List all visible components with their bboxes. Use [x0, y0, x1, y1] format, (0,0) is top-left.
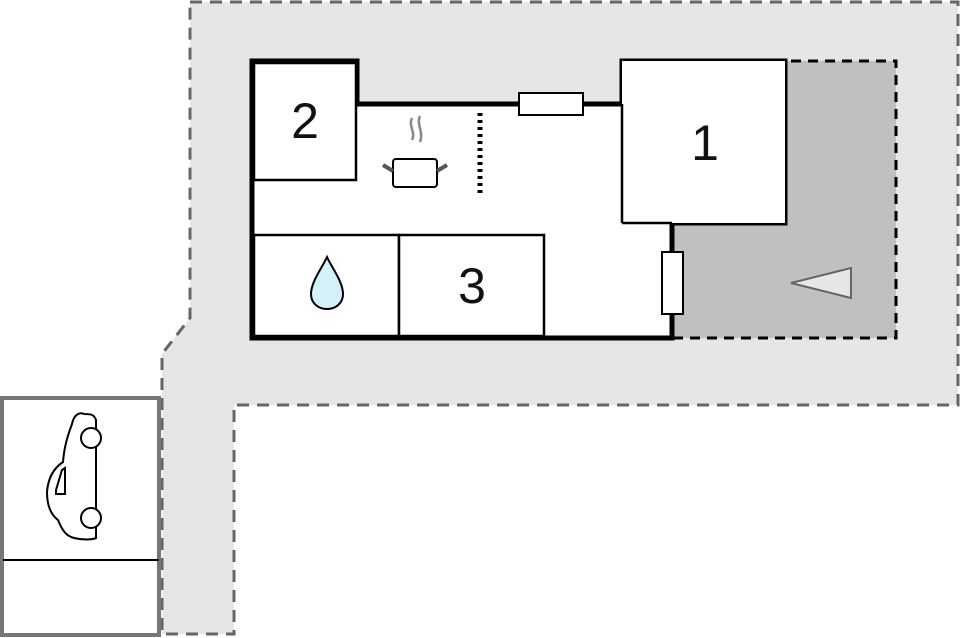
room-3-label: 3 — [458, 258, 486, 314]
cooking-pot-icon — [381, 115, 449, 188]
room-1-label: 1 — [691, 115, 719, 171]
room-1: 1 — [620, 61, 785, 225]
room-3: 3 — [397, 233, 546, 338]
car-icon — [45, 412, 102, 541]
room-2-label: 2 — [291, 93, 319, 149]
triangle-direction-icon — [790, 266, 852, 300]
bathroom — [252, 233, 401, 338]
water-drop-icon — [309, 254, 345, 311]
window-icon — [661, 251, 684, 315]
window-icon — [518, 92, 584, 116]
parking-space — [0, 396, 161, 637]
room-2: 2 — [252, 61, 358, 182]
